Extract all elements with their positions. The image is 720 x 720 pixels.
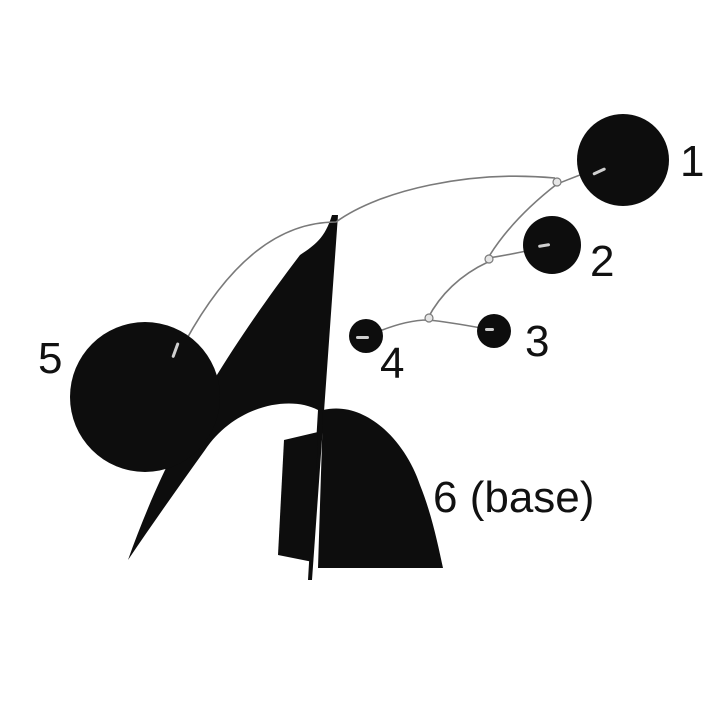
part-label-5: 5	[38, 334, 63, 383]
wire-top-arm	[184, 175, 556, 343]
part-label-4: 4	[380, 339, 405, 388]
part-label-6-base: 6 (base)	[433, 473, 595, 522]
disc-2	[523, 216, 581, 274]
disc-3	[477, 314, 511, 348]
base-tall-fin	[128, 215, 338, 580]
part-label-1: 1	[680, 137, 705, 186]
part-label-3: 3	[525, 317, 550, 366]
disc-clip	[592, 167, 606, 176]
disc-clip	[485, 328, 494, 331]
disc-clip	[356, 336, 369, 339]
disc-clip	[538, 243, 551, 248]
part-label-2: 2	[590, 237, 615, 286]
swivel-ring	[484, 254, 494, 264]
swivel-ring	[552, 177, 562, 187]
disc-5	[70, 322, 220, 472]
swivel-ring	[424, 313, 434, 323]
base-arch-panel	[318, 408, 443, 568]
disc-1	[577, 114, 669, 206]
disc-clip	[171, 342, 180, 358]
base-rear-plate	[278, 432, 318, 562]
